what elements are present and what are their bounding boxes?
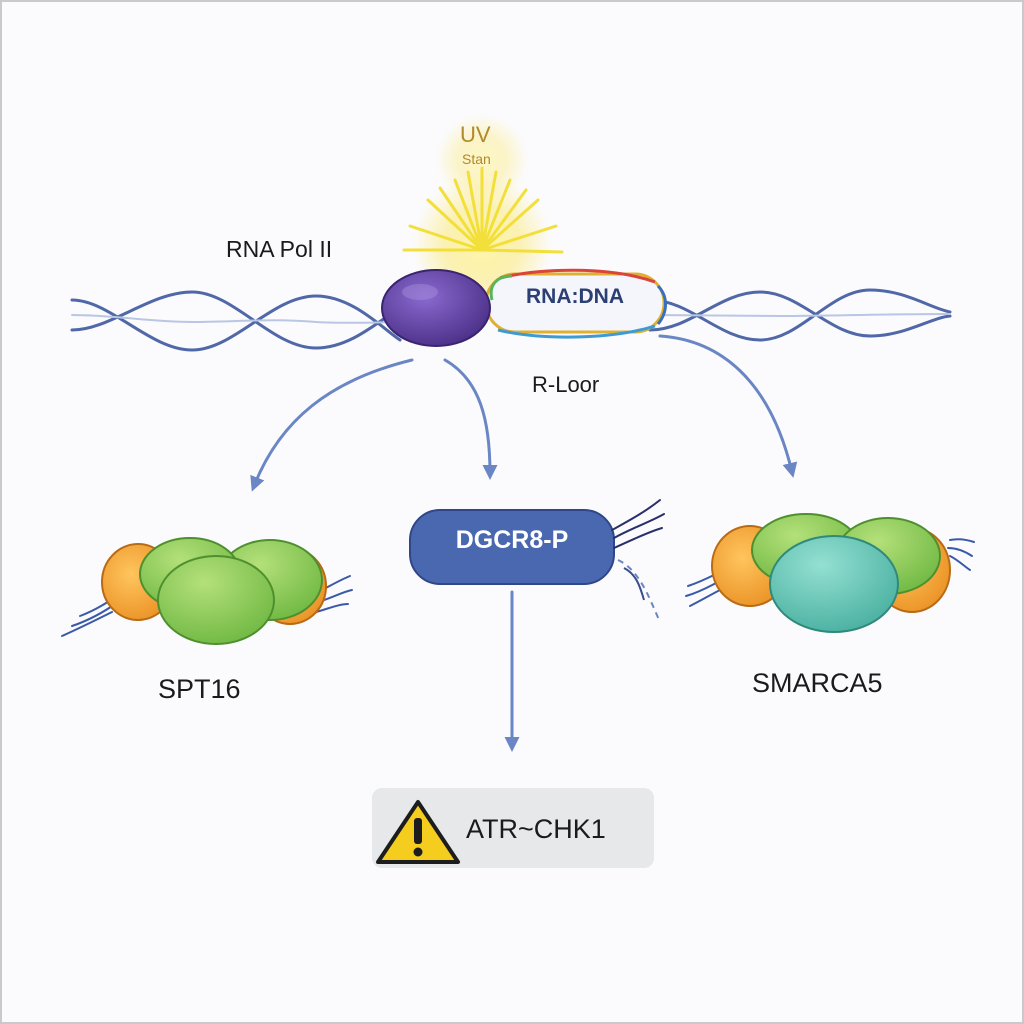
- uv-subtitle: Stan: [462, 151, 491, 167]
- dgcr8-label: DGCR8-P: [455, 526, 569, 554]
- checkpoint-label: ATR~CHK1: [466, 814, 606, 844]
- warning-icon: [376, 800, 460, 864]
- spt16-nucleosome: [61, 537, 353, 645]
- rna-pol-label: RNA Pol II: [226, 236, 333, 262]
- rna-pol-ii-complex: [381, 269, 491, 347]
- pathway-arrows: [250, 334, 798, 752]
- spt16-label: SPT16: [158, 674, 241, 704]
- arrow-to-spt16: [250, 358, 414, 492]
- dgcr8-protein: [409, 499, 665, 623]
- smarca5-nucleosome: [685, 513, 975, 633]
- uv-title: UV: [460, 122, 491, 147]
- checkpoint-box: [372, 788, 654, 868]
- dna-helix-left: [70, 290, 402, 352]
- arrow-to-dgcr8: [443, 358, 498, 480]
- dna-helix-right: [648, 288, 952, 342]
- rna-dna-hybrid: [484, 268, 667, 339]
- smarca5-label: SMARCA5: [752, 668, 883, 698]
- rloop-label: R-Loor: [532, 372, 600, 397]
- arrow-to-smarca5: [658, 334, 798, 478]
- hybrid-label: RNA:DNA: [526, 285, 624, 308]
